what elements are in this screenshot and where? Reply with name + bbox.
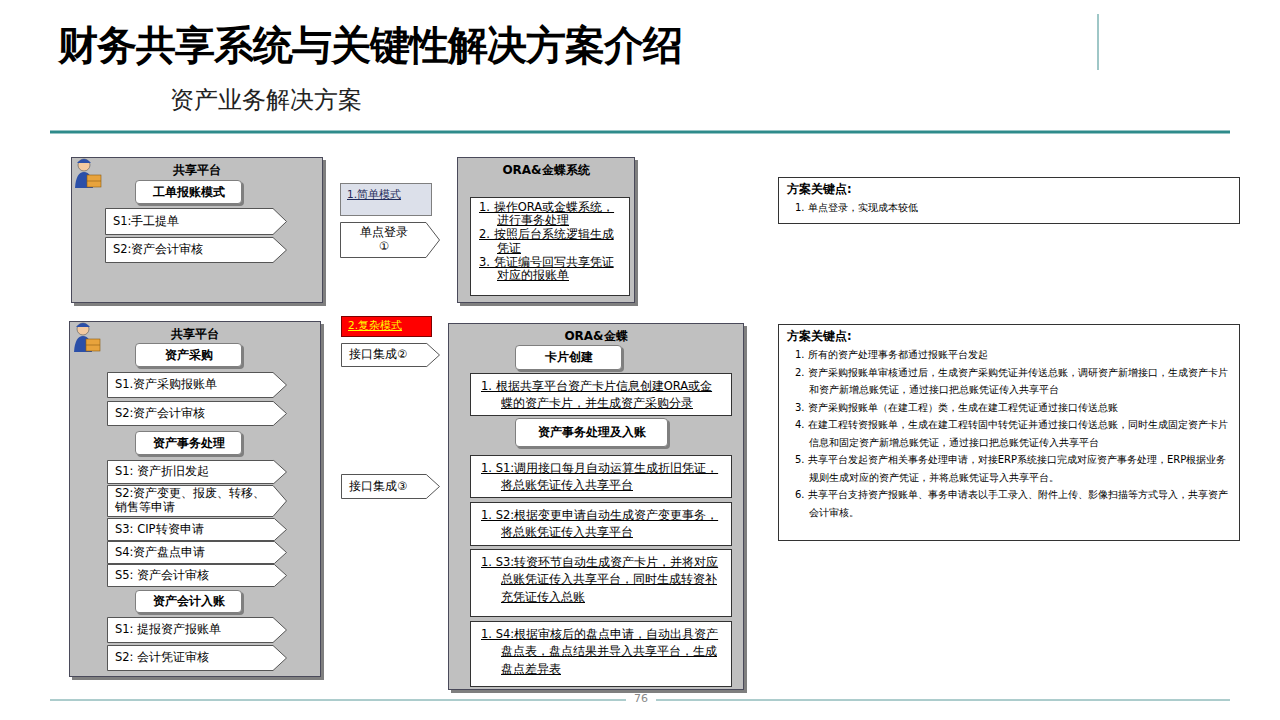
node-text: 6. 共享平台支持资产报账单、事务申请表以手工录入、附件上传、影像扫描等方式导入… [787, 486, 1231, 521]
process-box: 1. S4:根据审核后的盘点申请，自动出具资产盘点表，盘点结果并导入共享平台，生… [470, 621, 732, 687]
step-arrow: S1: 提报资产报账单 [107, 617, 287, 643]
node-text: 接口集成② [349, 348, 407, 362]
process-box: 1. S3:转资环节自动生成资产卡片，并将对应总账凭证传入共享平台，同时生成转资… [470, 549, 732, 617]
arrow-outline [108, 373, 287, 398]
node-text: S2: 会计凭证审核 [115, 651, 209, 665]
arrow-outline [106, 238, 287, 263]
link-arrow: 接口集成② [341, 343, 440, 367]
node-text: 3. 资产采购报账单（在建工程）类，生成在建工程凭证通过接口传送总账 [787, 399, 1231, 417]
slide-title: 财务共享系统与关键性解决方案介绍 [58, 18, 682, 73]
platform-panel: 共享平台工单报账模式 S1:手工提单 S2:资产会计审核 [71, 157, 323, 303]
node-text: 4. 在建工程转资报账单，生成在建工程转固中转凭证并通过接口传送总账，同时生成固… [787, 416, 1231, 451]
arrow-outline [108, 618, 287, 643]
step-arrow: S3: CIP转资申请 [107, 518, 287, 541]
node-text: 2.复杂模式 [348, 319, 425, 333]
node-text: 1. 操作ORA或金蝶系统，进行事务处理 [479, 201, 623, 227]
process-box: 1. S2:根据变更申请自动生成资产变更事务，将总账凭证传入共享平台 [470, 502, 732, 546]
panel-heading: 共享平台 [72, 158, 322, 179]
key-points-box: 方案关键点:1. 所有的资产处理事务都通过报账平台发起2. 资产采购报账单审核通… [778, 324, 1240, 541]
step-arrow: S5: 资产会计审核 [107, 564, 287, 587]
node-text: 卡片创建 [545, 349, 593, 366]
arrow-outline [108, 402, 287, 426]
node-text: S1.资产采购报账单 [115, 378, 217, 392]
process-box: 1. S1:调用接口每月自动运算生成折旧凭证，将总账凭证传入共享平台 [470, 455, 732, 498]
divider-tick [1098, 14, 1099, 70]
system-panel: ORA&金蝶系统 1. 操作ORA或金蝶系统，进行事务处理2. 按照后台系统逻辑生… [457, 157, 635, 303]
footer-rule [50, 700, 626, 701]
node-text: 资产事务处理 [153, 435, 225, 452]
step-arrow: S1: 资产折旧发起 [107, 460, 287, 484]
step-arrow: S2:资产会计审核 [105, 237, 287, 263]
header-rule [50, 131, 1230, 134]
step-arrow: S2:资产会计审核 [107, 401, 287, 426]
node-text: 1. S3:转资环节自动生成资产卡片，并将对应总账凭证传入共享平台，同时生成转资… [481, 554, 723, 606]
arrow-outline [342, 344, 440, 367]
step-arrow: S4:资产盘点申请 [107, 541, 287, 564]
mode-tag: 1.简单模式 [340, 183, 432, 216]
node-text: 3. 凭证编号回写共享凭证对应的报账单 [479, 256, 623, 282]
step-arrow: S2:资产变更、报废、转移、销售等申请 [107, 485, 287, 517]
node-text: 工单报账模式 [153, 184, 225, 201]
node-text: 资产采购 [165, 347, 213, 364]
section-header: 资产采购 [135, 343, 242, 367]
page-number: 76 [632, 692, 650, 705]
section-header: 工单报账模式 [135, 180, 242, 204]
step-list: 1. 操作ORA或金蝶系统，进行事务处理2. 按照后台系统逻辑生成凭证3. 凭证… [470, 197, 630, 296]
node-text: S1: 资产折旧发起 [115, 465, 209, 479]
link-arrow: 单点登录 ① [340, 222, 440, 258]
platform-panel: 共享平台资产采购 S1.资产采购报账单 S2:资产会计审核资产事务处理 S1: 资产折… [69, 321, 321, 677]
system-panel: ORA&金蝶卡片创建 1. 根据共享平台资产卡片信息创建ORA或金蝶的资产卡片，并… [448, 323, 744, 690]
step-arrow: S1.资产采购报账单 [107, 372, 287, 398]
node-text: S5: 资产会计审核 [115, 569, 209, 583]
panel-heading: ORA&金蝶 [449, 324, 743, 345]
node-text: S4:资产盘点申请 [115, 546, 206, 560]
arrow-outline [342, 475, 440, 499]
process-box: 1. 根据共享平台资产卡片信息创建ORA或金蝶的资产卡片，并生成资产采购分录 [470, 373, 732, 416]
node-text: 接口集成③ [349, 480, 407, 494]
node-text: 资产会计入账 [153, 593, 225, 610]
node-text: 1. S1:调用接口每月自动运算生成折旧凭证，将总账凭证传入共享平台 [481, 460, 723, 495]
node-text: 1.简单模式 [347, 188, 425, 202]
node-text: 单点登录 ① [354, 226, 414, 254]
section-header: 资产事务处理及入账 [515, 418, 668, 447]
node-text: 资产事务处理及入账 [538, 424, 646, 441]
panel-heading: ORA&金蝶系统 [458, 158, 634, 179]
node-text: 2. 资产采购报账单审核通过后，生成资产采购凭证并传送总账，调研资产新增接口，生… [787, 364, 1231, 399]
node-text: 1. S2:根据变更申请自动生成资产变更事务，将总账凭证传入共享平台 [481, 507, 723, 542]
key-points-box: 方案关键点:1. 单点登录，实现成本较低 [778, 177, 1240, 224]
arrow-outline [108, 461, 287, 484]
node-text: S2:资产变更、报废、转移、销售等申请 [115, 487, 271, 515]
node-text: 5. 共享平台发起资产相关事务处理申请，对接ERP系统接口完成对应资产事务处理，… [787, 451, 1231, 486]
link-arrow: 接口集成③ [341, 474, 440, 499]
mode-tag: 2.复杂模式 [341, 316, 432, 337]
node-text: 1. 根据共享平台资产卡片信息创建ORA或金蝶的资产卡片，并生成资产采购分录 [481, 378, 723, 413]
footer-rule [656, 700, 1230, 701]
arrow-outline [108, 565, 287, 587]
key-points-heading: 方案关键点: [787, 328, 1231, 345]
node-text: S3: CIP转资申请 [115, 523, 204, 537]
arrow-outline [106, 209, 287, 235]
step-arrow: S1:手工提单 [105, 208, 287, 235]
node-text: 2. 按照后台系统逻辑生成凭证 [479, 228, 623, 254]
section-header: 资产会计入账 [135, 590, 242, 613]
node-text: 1. S4:根据审核后的盘点申请，自动出具资产盘点表，盘点结果并导入共享平台，生… [481, 626, 723, 678]
step-arrow: S2: 会计凭证审核 [107, 645, 287, 671]
node-text: 1. 单点登录，实现成本较低 [787, 199, 1231, 217]
node-text: 1. 所有的资产处理事务都通过报账平台发起 [787, 346, 1231, 364]
node-text: S2:资产会计审核 [115, 407, 206, 421]
arrow-outline [108, 486, 287, 517]
arrow-outline [108, 646, 287, 671]
section-header: 卡片创建 [515, 345, 622, 370]
key-points-heading: 方案关键点: [787, 181, 1231, 198]
node-text: S1: 提报资产报账单 [115, 623, 221, 637]
panel-heading: 共享平台 [70, 322, 320, 343]
section-header: 资产事务处理 [135, 431, 242, 455]
arrow-outline [108, 519, 287, 541]
node-text: S1:手工提单 [113, 215, 180, 229]
subtitle: 资产业务解决方案 [168, 84, 364, 116]
arrow-outline [108, 542, 287, 564]
node-text: S2:资产会计审核 [113, 243, 204, 257]
arrow-outline [341, 223, 440, 258]
